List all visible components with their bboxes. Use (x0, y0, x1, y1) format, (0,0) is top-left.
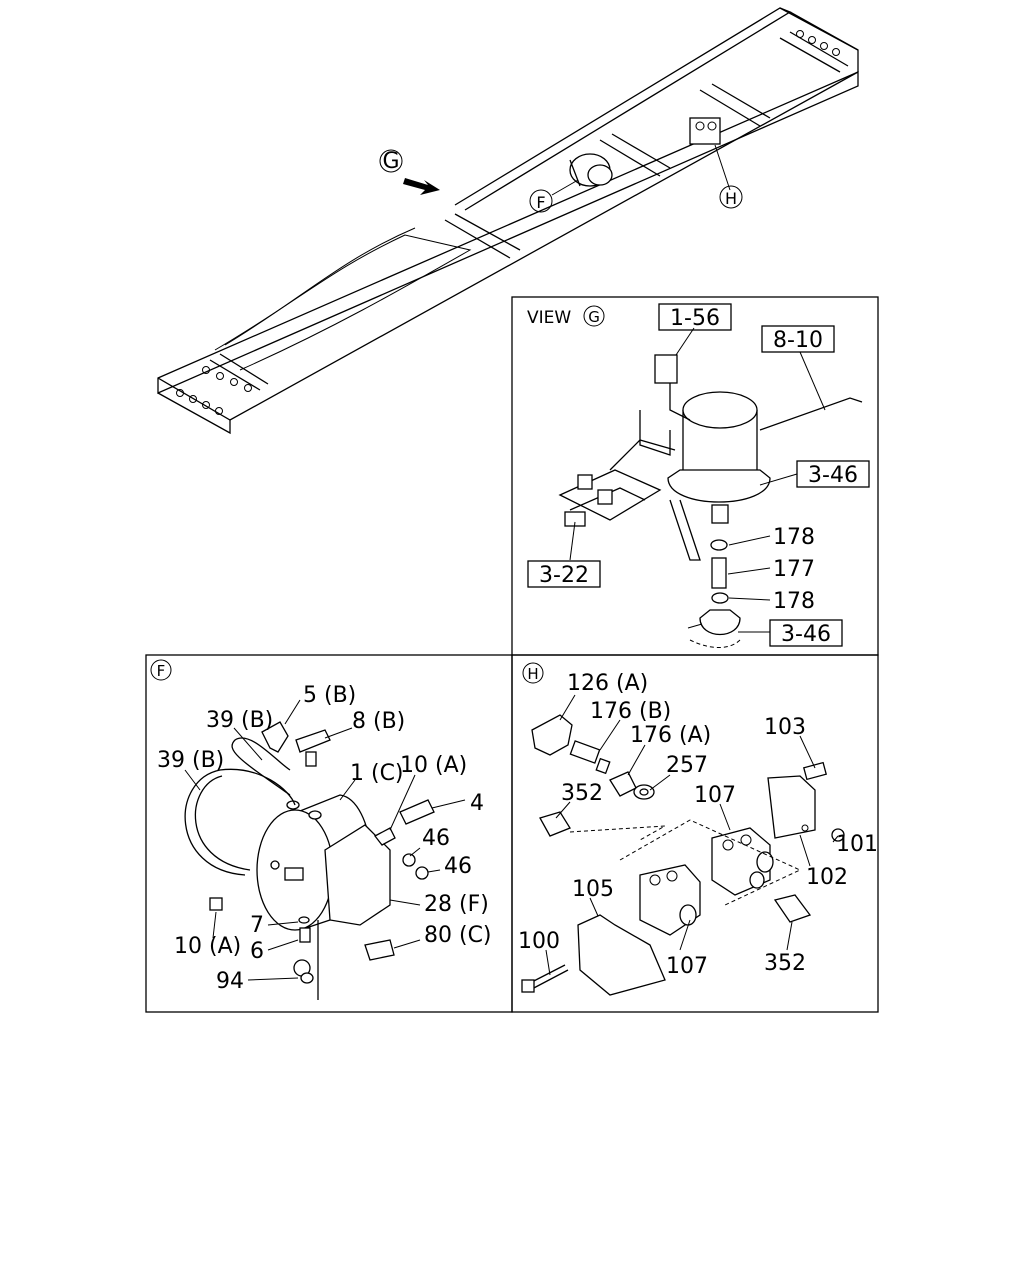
label-80c: 80 (C) (424, 923, 492, 948)
dryer-bracket-piping (558, 354, 701, 561)
detail-f-callout: F (157, 662, 166, 680)
inner-frame-curve (214, 234, 472, 371)
detail-h-section: H (518, 662, 878, 996)
ref-box-3-46-upper-text: 3-46 (808, 463, 858, 488)
tank-fittings (209, 721, 435, 984)
detail-f-leaders (184, 699, 466, 981)
cross-members (209, 31, 849, 391)
view-g-title-callout: G (588, 308, 600, 326)
label-94: 94 (216, 969, 244, 994)
ref-box-3-46-upper: 3-46 (796, 460, 870, 488)
label-177: 177 (773, 557, 815, 582)
label-103: 103 (764, 715, 806, 740)
valve-bracket-upper (767, 775, 816, 839)
view-g-section: VIEW G (527, 303, 870, 648)
label-105: 105 (572, 877, 614, 902)
callout-f-overview: F (529, 189, 553, 213)
drain-hoses (184, 737, 296, 876)
ref-box-1-56: 1-56 (658, 303, 732, 331)
detail-h-panel (511, 654, 879, 1013)
label-5b: 5 (B) (303, 683, 356, 708)
label-107-upper: 107 (694, 783, 736, 808)
label-257: 257 (666, 753, 708, 778)
label-101: 101 (836, 832, 878, 857)
far-frame-rail (454, 7, 859, 211)
near-frame-rail (157, 71, 859, 435)
label-4: 4 (470, 791, 484, 816)
ref-box-8-10: 8-10 (761, 325, 835, 353)
ref-box-3-46-lower: 3-46 (769, 619, 843, 647)
view-g-title: VIEW (527, 308, 571, 328)
valve-bracket-lower (577, 914, 666, 996)
label-176b: 176 (B) (590, 699, 671, 724)
ref-box-3-22: 3-22 (527, 560, 601, 588)
label-28f: 28 (F) (424, 892, 489, 917)
air-tank-on-frame (569, 153, 613, 187)
label-178-upper: 178 (773, 525, 815, 550)
chassis-frame-overview: G F H (157, 7, 859, 435)
tank-bracket (324, 824, 391, 926)
label-1c: 1 (C) (350, 761, 404, 786)
label-7: 7 (250, 913, 264, 938)
label-10a-lower: 10 (A) (174, 934, 241, 959)
callout-g-text: G (382, 149, 399, 174)
ref-box-1-56-text: 1-56 (670, 306, 720, 331)
label-46-upper: 46 (422, 826, 450, 851)
callout-h-text: H (725, 189, 737, 208)
relay-valve-upper (711, 827, 774, 896)
detail-h-dashed-guides (569, 819, 802, 906)
valve-fittings (531, 714, 845, 923)
label-352-lower: 352 (764, 951, 806, 976)
label-6: 6 (250, 939, 264, 964)
view-direction-arrow (403, 178, 440, 195)
wire-harness (759, 397, 863, 431)
label-100: 100 (518, 929, 560, 954)
ref-box-3-46-lower-text: 3-46 (781, 622, 831, 647)
label-178-lower: 178 (773, 589, 815, 614)
callout-g-overview: G (379, 149, 403, 174)
ref-box-8-10-text: 8-10 (773, 328, 823, 353)
view-g-leaders (569, 327, 826, 648)
relay-valve-lower (639, 864, 701, 936)
label-176a: 176 (A) (630, 723, 711, 748)
callout-h-overview: H (719, 185, 743, 209)
label-107-lower: 107 (666, 954, 708, 979)
label-8b: 8 (B) (352, 709, 405, 734)
label-352-upper: 352 (561, 781, 603, 806)
callout-f-text: F (536, 193, 545, 212)
detail-h-callout: H (527, 665, 538, 683)
label-10a-upper: 10 (A) (400, 753, 467, 778)
label-46-lower: 46 (444, 854, 472, 879)
air-dryer-canister (667, 391, 771, 524)
label-39b-lower: 39 (B) (157, 748, 224, 773)
ref-box-3-22-text: 3-22 (539, 563, 589, 588)
label-39b-upper: 39 (B) (206, 708, 273, 733)
detail-h-leaders (545, 694, 839, 976)
valve-assembly-on-frame (689, 117, 731, 191)
label-126a: 126 (A) (567, 671, 648, 696)
frame-holes (176, 30, 840, 415)
panel-borders (145, 296, 879, 1013)
stacked-parts (687, 539, 741, 636)
detail-f-section: F (150, 659, 492, 1000)
label-102: 102 (806, 865, 848, 890)
